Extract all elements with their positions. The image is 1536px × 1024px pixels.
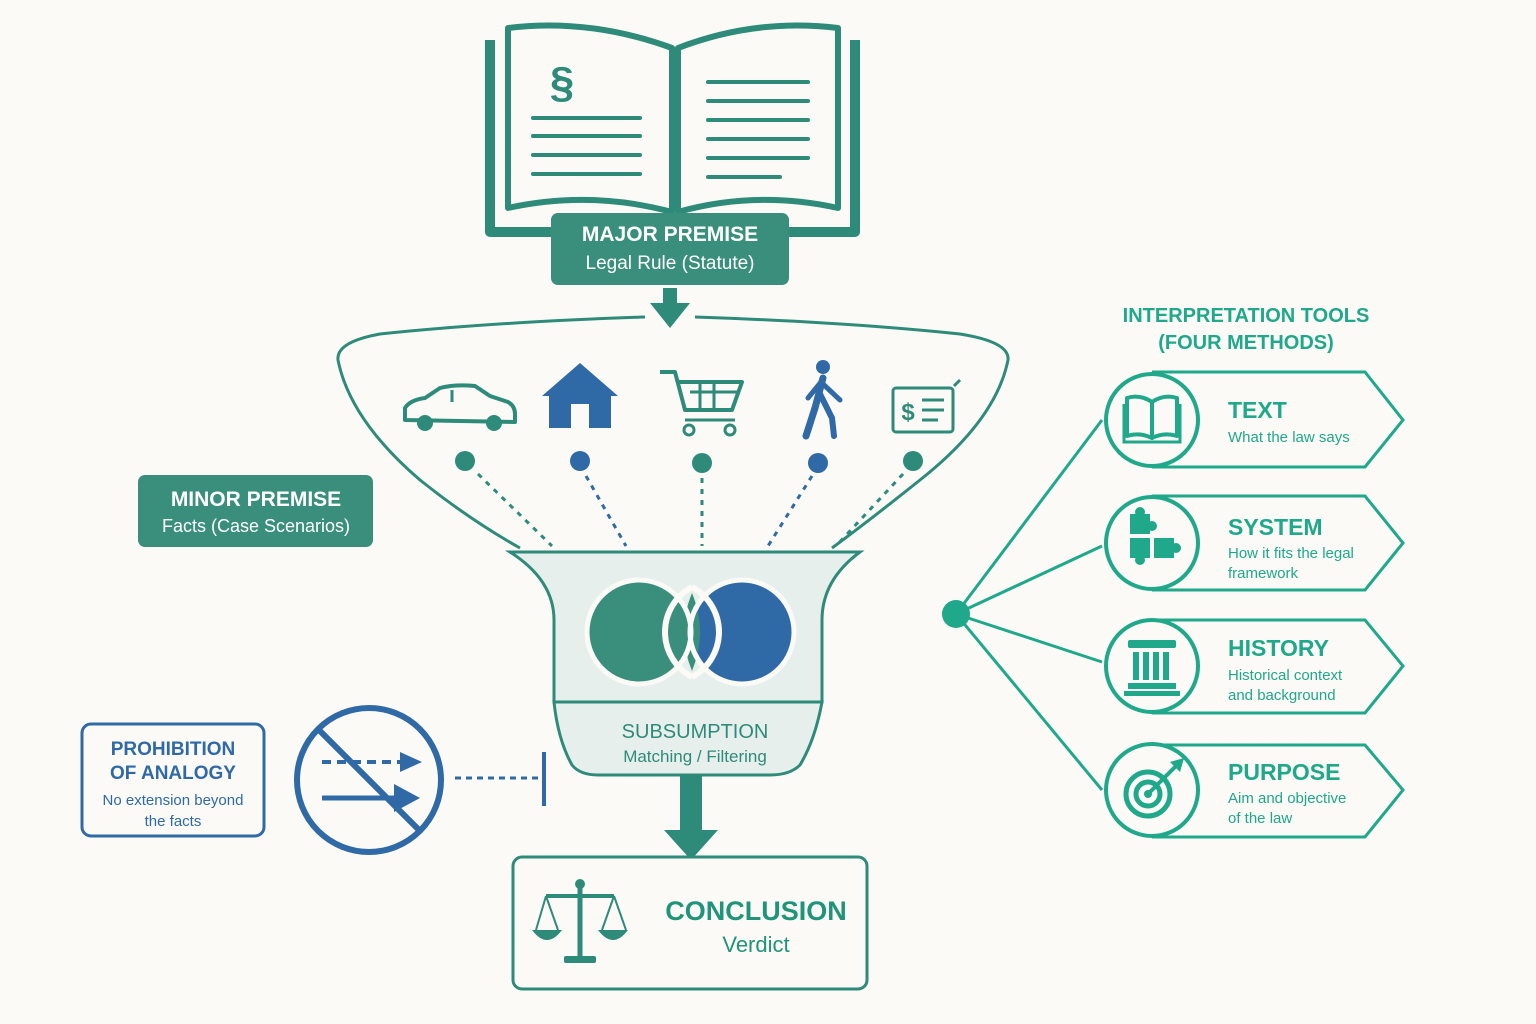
- funnel-to-conclusion-arrow: [664, 776, 718, 860]
- open-book-icon: [1122, 394, 1182, 444]
- prohibition-desc-1: No extension beyond: [103, 792, 244, 809]
- subsumption-venn-outline: [584, 577, 797, 687]
- prohibition-barrier: [455, 752, 546, 806]
- method-history-title: HISTORY: [1228, 635, 1329, 661]
- scales-icon: [532, 879, 628, 963]
- method-purpose-desc-2: of the law: [1228, 810, 1292, 827]
- method-system: SYSTEM How it fits the legal framework: [1104, 494, 1405, 592]
- conclusion-title: CONCLUSION: [665, 896, 847, 926]
- major-premise-label: MAJOR PREMISE Legal Rule (Statute): [551, 213, 789, 285]
- no-analogy-icon: [294, 705, 444, 855]
- method-text-title: TEXT: [1228, 397, 1287, 423]
- method-text-desc-1: What the law says: [1228, 429, 1350, 446]
- method-history-desc-2: and background: [1228, 687, 1336, 704]
- target-icon: [1123, 758, 1184, 819]
- funnel: [336, 315, 1010, 777]
- method-purpose: PURPOSE Aim and objective of the law: [1104, 742, 1405, 839]
- puzzle-icon: [1130, 507, 1181, 565]
- fact-connectors: [455, 451, 923, 548]
- major-premise-subtitle: Legal Rule (Statute): [586, 253, 755, 274]
- minor-premise-label: MINOR PREMISE Facts (Case Scenarios): [138, 475, 373, 547]
- car-icon: [403, 383, 517, 431]
- section-symbol: §: [550, 58, 574, 107]
- shopping-cart-icon: [660, 370, 744, 437]
- conclusion-box: CONCLUSION Verdict: [511, 855, 869, 991]
- check-payment-icon: $: [891, 378, 962, 434]
- major-premise-title: MAJOR PREMISE: [582, 223, 758, 246]
- method-system-desc-1: How it fits the legal: [1228, 545, 1354, 562]
- prohibition-box: PROHIBITION OF ANALOGY No extension beyo…: [80, 722, 266, 838]
- method-purpose-desc-1: Aim and objective: [1228, 790, 1346, 807]
- svg-text:$: $: [901, 399, 915, 426]
- method-system-title: SYSTEM: [1228, 514, 1323, 540]
- conclusion-subtitle: Verdict: [722, 932, 789, 957]
- method-history-desc-1: Historical context: [1228, 667, 1343, 684]
- law-book-icon: §: [485, 22, 860, 237]
- walking-person-icon: [802, 360, 843, 440]
- subsumption-title: SUBSUMPTION: [622, 721, 769, 743]
- interpretation-heading-1: INTERPRETATION TOOLS: [1123, 305, 1370, 327]
- prohibition-desc-2: the facts: [145, 813, 202, 830]
- method-purpose-title: PURPOSE: [1228, 759, 1340, 785]
- minor-premise-title: MINOR PREMISE: [171, 488, 341, 511]
- method-text: TEXT What the law says: [1104, 370, 1405, 469]
- major-to-funnel-arrow: [650, 288, 690, 328]
- prohibition-title-1: PROHIBITION: [111, 739, 236, 760]
- minor-premise-subtitle: Facts (Case Scenarios): [162, 516, 350, 536]
- interpretation-heading-2: (FOUR METHODS): [1158, 332, 1334, 354]
- method-system-desc-2: framework: [1228, 565, 1299, 582]
- house-icon: [542, 363, 618, 428]
- method-history: HISTORY Historical context and backgroun…: [1104, 618, 1405, 715]
- column-icon: [1124, 640, 1180, 696]
- subsumption-subtitle: Matching / Filtering: [623, 747, 767, 766]
- prohibition-title-2: OF ANALOGY: [110, 763, 236, 784]
- interpretation-hub: [942, 419, 1104, 791]
